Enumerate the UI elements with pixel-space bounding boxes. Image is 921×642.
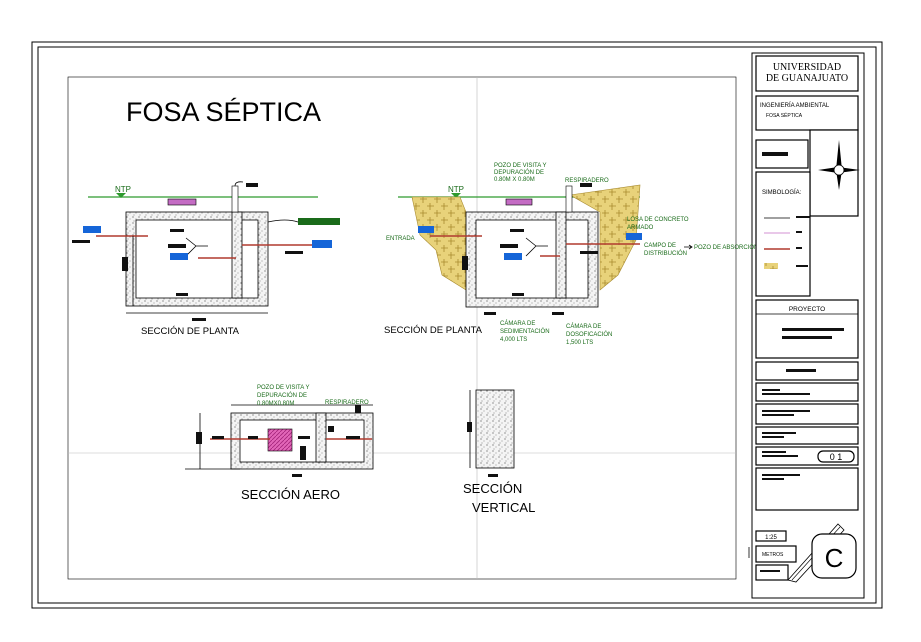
- svg-text:POZO DE VISITA Y DEPURAC: POZO DE VISITA Y DEPURACIÓN DE 0.80MX0.8…: [257, 385, 311, 407]
- camara-sed-label-1: CÁMARA DE: [500, 320, 535, 327]
- pozo-label-2: DEPURACIÓN DE: [494, 169, 544, 176]
- sheet-letter: C: [825, 543, 844, 573]
- drawing-viewport: [67, 76, 737, 580]
- losa-label-2: ARMADO: [627, 225, 654, 231]
- aereo-pozo-label-2: DEPURACIÓN DE: [257, 392, 307, 399]
- titleblock: UNIVERSIDAD DE GUANAJUATO INGENIERÍA AMB…: [748, 55, 860, 583]
- ntp-label-right: NTP: [448, 185, 464, 194]
- pozo-absorcion-label: POZO DE ABSORCIÓN: [694, 244, 758, 251]
- north-arrow-icon: [818, 140, 860, 190]
- plan-left-caption: SECCIÓN DE PLANTA: [141, 326, 240, 337]
- subject-label: FOSA SÉPTICA: [766, 112, 803, 119]
- camara-dos-label-3: 1,500 LTS: [566, 340, 593, 346]
- svg-text:CÁMARA DE SEDIMENTACIÓN: CÁMARA DE SEDIMENTACIÓN 4,000 LTS: [500, 320, 551, 343]
- section-vertical: SECCIÓN VERTICAL: [463, 389, 535, 515]
- sheet-number: 0 1: [830, 452, 843, 462]
- proyecto-label: PROYECTO: [789, 306, 825, 313]
- page-title: FOSA SÉPTICA: [126, 97, 321, 127]
- plan-left: NTP SECCIÓN DE PLANTA: [72, 181, 340, 337]
- section-aereo: POZO DE VISITA Y DEPURACIÓN DE 0.80MX0.8…: [185, 385, 374, 502]
- vertical-caption-2: VERTICAL: [472, 500, 535, 515]
- campo-label-1: CAMPO DE: [644, 243, 676, 249]
- titleblock-frame: [751, 52, 865, 599]
- aereo-pozo-label-3: 0.80MX0.80M: [257, 401, 294, 407]
- campo-label-2: DISTRIBUCIÓN: [644, 250, 687, 257]
- aereo-caption: SECCIÓN AERO: [241, 487, 340, 502]
- vertical-caption-1: SECCIÓN: [463, 481, 522, 496]
- units-label: METROS: [762, 552, 784, 558]
- simbologia-label: SIMBOLOGÍA:: [762, 189, 802, 196]
- plan-right-caption: SECCIÓN DE PLANTA: [384, 325, 483, 336]
- aereo-pozo-label-1: POZO DE VISITA Y: [257, 385, 309, 391]
- pozo-label-3: 0.80M X 0.80M: [494, 177, 535, 183]
- losa-label-1: LOSA DE CONCRETO: [627, 217, 689, 223]
- ntp-label: NTP: [115, 185, 131, 194]
- pozo-label-1: POZO DE VISITA Y: [494, 163, 546, 169]
- outer-border: [31, 41, 883, 609]
- camara-dos-label-1: CÁMARA DE: [566, 323, 601, 330]
- svg-text:POZO DE VISITA Y DEPURAC: POZO DE VISITA Y DEPURACIÓN DE 0.80M X 0…: [494, 163, 548, 183]
- university-line-1: UNIVERSIDAD: [773, 62, 841, 73]
- svg-text:LOSA DE CONCRETO ARMADO: LOSA DE CONCRETO ARMADO: [627, 217, 690, 231]
- aereo-respiradero-label: RESPIRADERO: [325, 400, 369, 406]
- camara-dos-label-2: DOSOFICACIÓN: [566, 331, 612, 338]
- entrada-label: ENTRADA: [386, 236, 415, 242]
- camara-sed-label-2: SEDIMENTACIÓN: [500, 328, 550, 335]
- program-label: INGENIERÍA AMBIENTAL: [760, 102, 830, 109]
- svg-text:CÁMARA DE DOSOFICACIÓN: CÁMARA DE DOSOFICACIÓN 1,500 LTS: [566, 323, 614, 346]
- svg-text:CAMPO DE DISTRIBUCIÓN: CAMPO DE DISTRIBUCIÓN: [644, 243, 687, 257]
- plan-right: NTP POZO DE VISITA Y DEPURACIÓN DE 0.80M…: [384, 163, 758, 346]
- respiradero-label: RESPIRADERO: [565, 178, 609, 184]
- camara-sed-label-3: 4,000 LTS: [500, 337, 527, 343]
- university-line-2: DE GUANAJUATO: [766, 73, 848, 84]
- inner-border: [37, 46, 877, 604]
- scale-value: 1:25: [765, 535, 777, 541]
